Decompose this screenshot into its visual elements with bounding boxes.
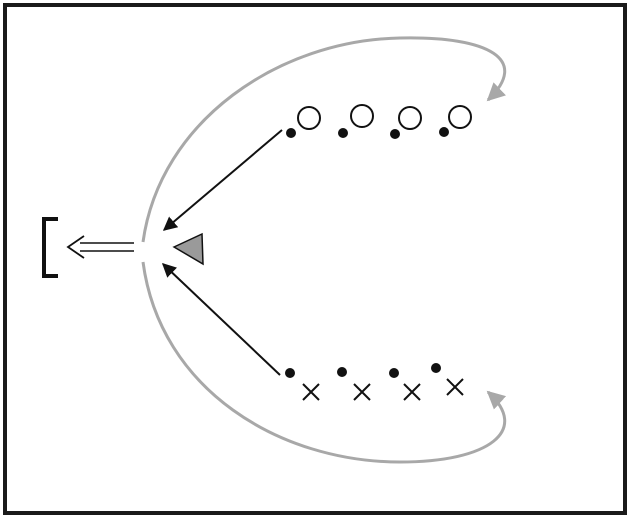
x-mark-icon	[302, 383, 320, 401]
circle-icon	[297, 106, 321, 130]
ball-dot-icon	[337, 367, 347, 377]
cone-icon	[172, 232, 204, 266]
shot-double-arrow-icon	[66, 235, 134, 259]
ball-dot-icon	[338, 128, 348, 138]
ball-dot-icon	[390, 129, 400, 139]
ball-dot-icon	[286, 128, 296, 138]
circle-icon	[350, 104, 374, 128]
ball-dot-icon	[389, 368, 399, 378]
x-mark-icon	[446, 378, 464, 396]
return-path-bottom	[141, 261, 507, 464]
x-mark-icon	[353, 383, 371, 401]
ball-dot-icon	[431, 363, 441, 373]
bottom-balls	[285, 363, 441, 378]
bottom-players	[302, 378, 464, 401]
circle-icon	[448, 105, 472, 129]
x-mark-icon	[403, 383, 421, 401]
circle-icon	[398, 106, 422, 130]
pass-arrow-bottom	[161, 263, 281, 376]
goal-bracket-icon	[42, 217, 58, 278]
pass-arrow-top	[162, 129, 283, 231]
ball-dot-icon	[285, 368, 295, 378]
return-path-top	[141, 36, 507, 243]
ball-dot-icon	[439, 127, 449, 137]
field-border	[3, 3, 627, 515]
top-players	[297, 104, 472, 130]
top-balls	[286, 127, 449, 139]
